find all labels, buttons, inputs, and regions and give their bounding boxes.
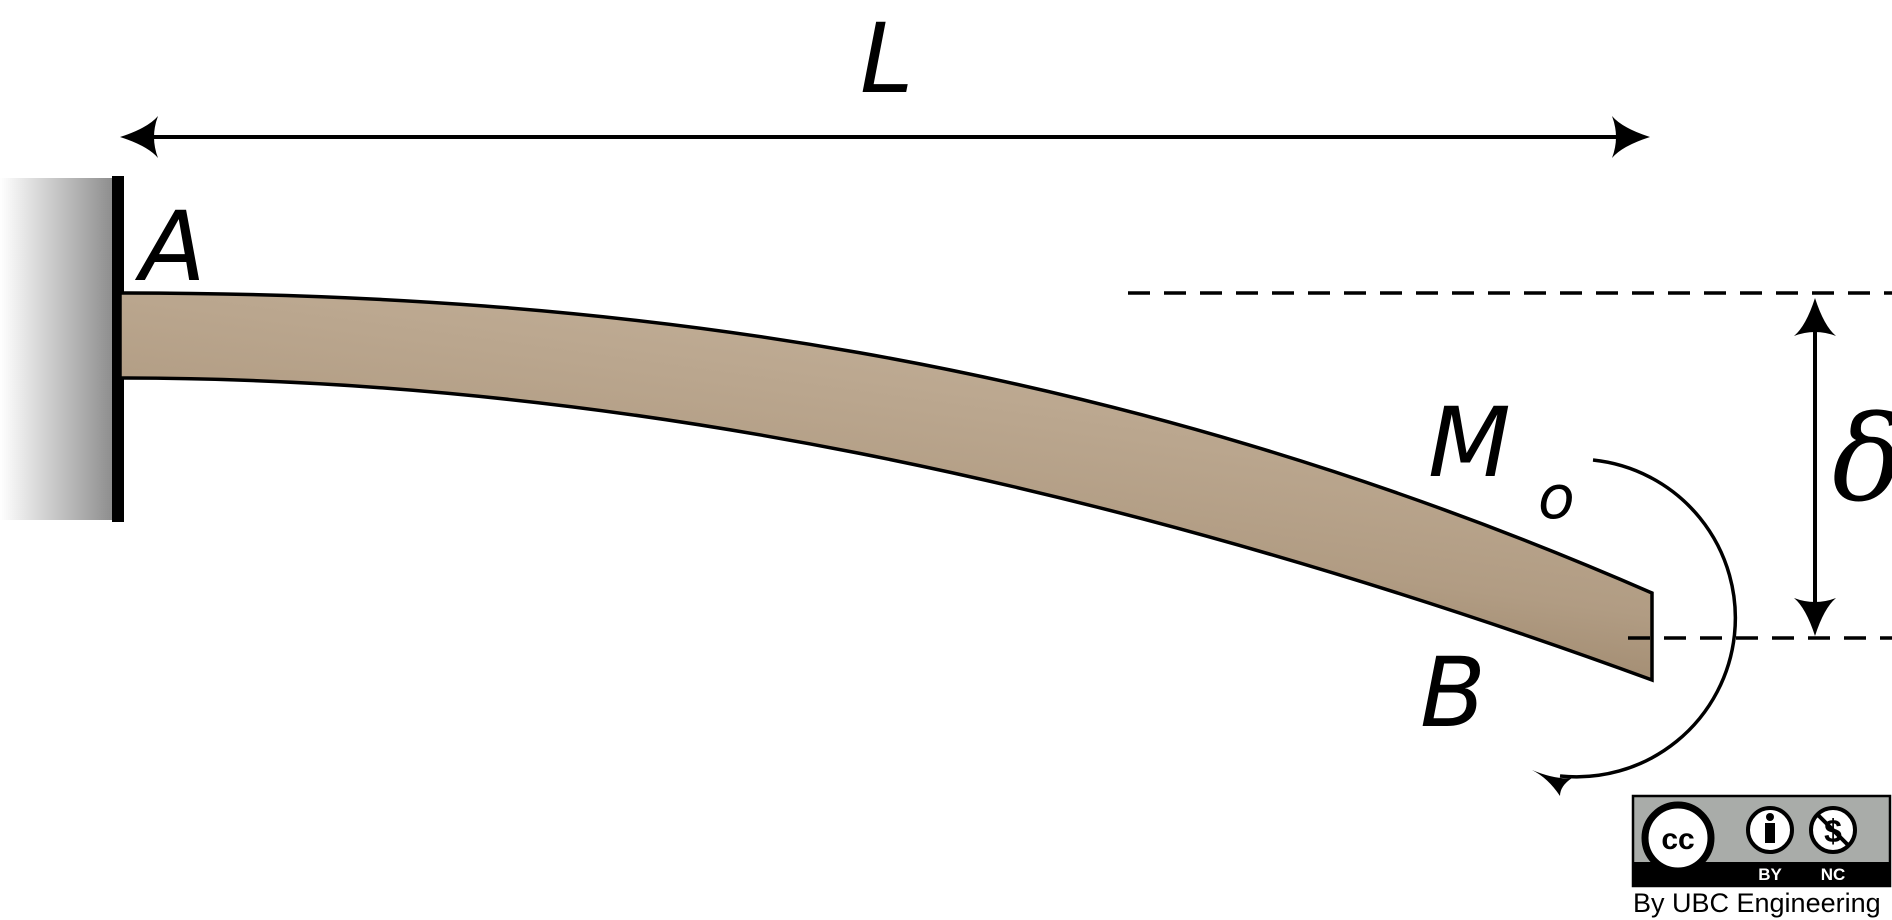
- cc-logo-letters: cc: [1661, 823, 1694, 856]
- cc-license-badge: cc $ BY NC: [1631, 794, 1892, 888]
- deflection-dimension-arrow: [1794, 298, 1836, 636]
- point-a-label: A: [134, 191, 206, 303]
- cc-logo-icon: [1641, 801, 1715, 875]
- wall-support: [0, 178, 116, 520]
- length-label: L: [860, 3, 913, 115]
- deflected-beam: [118, 291, 1654, 683]
- cc-nc-tag: NC: [1821, 865, 1846, 884]
- cc-by-tag: BY: [1758, 865, 1782, 884]
- moment-subscript-label: o: [1538, 463, 1575, 533]
- length-dimension-arrow: [120, 116, 1650, 158]
- applied-moment-arrow: [1532, 458, 1738, 796]
- deflection-label: δ: [1832, 390, 1892, 528]
- point-b-label: B: [1420, 637, 1486, 749]
- credit-text: By UBC Engineering: [1633, 888, 1881, 918]
- moment-label: M: [1428, 387, 1511, 499]
